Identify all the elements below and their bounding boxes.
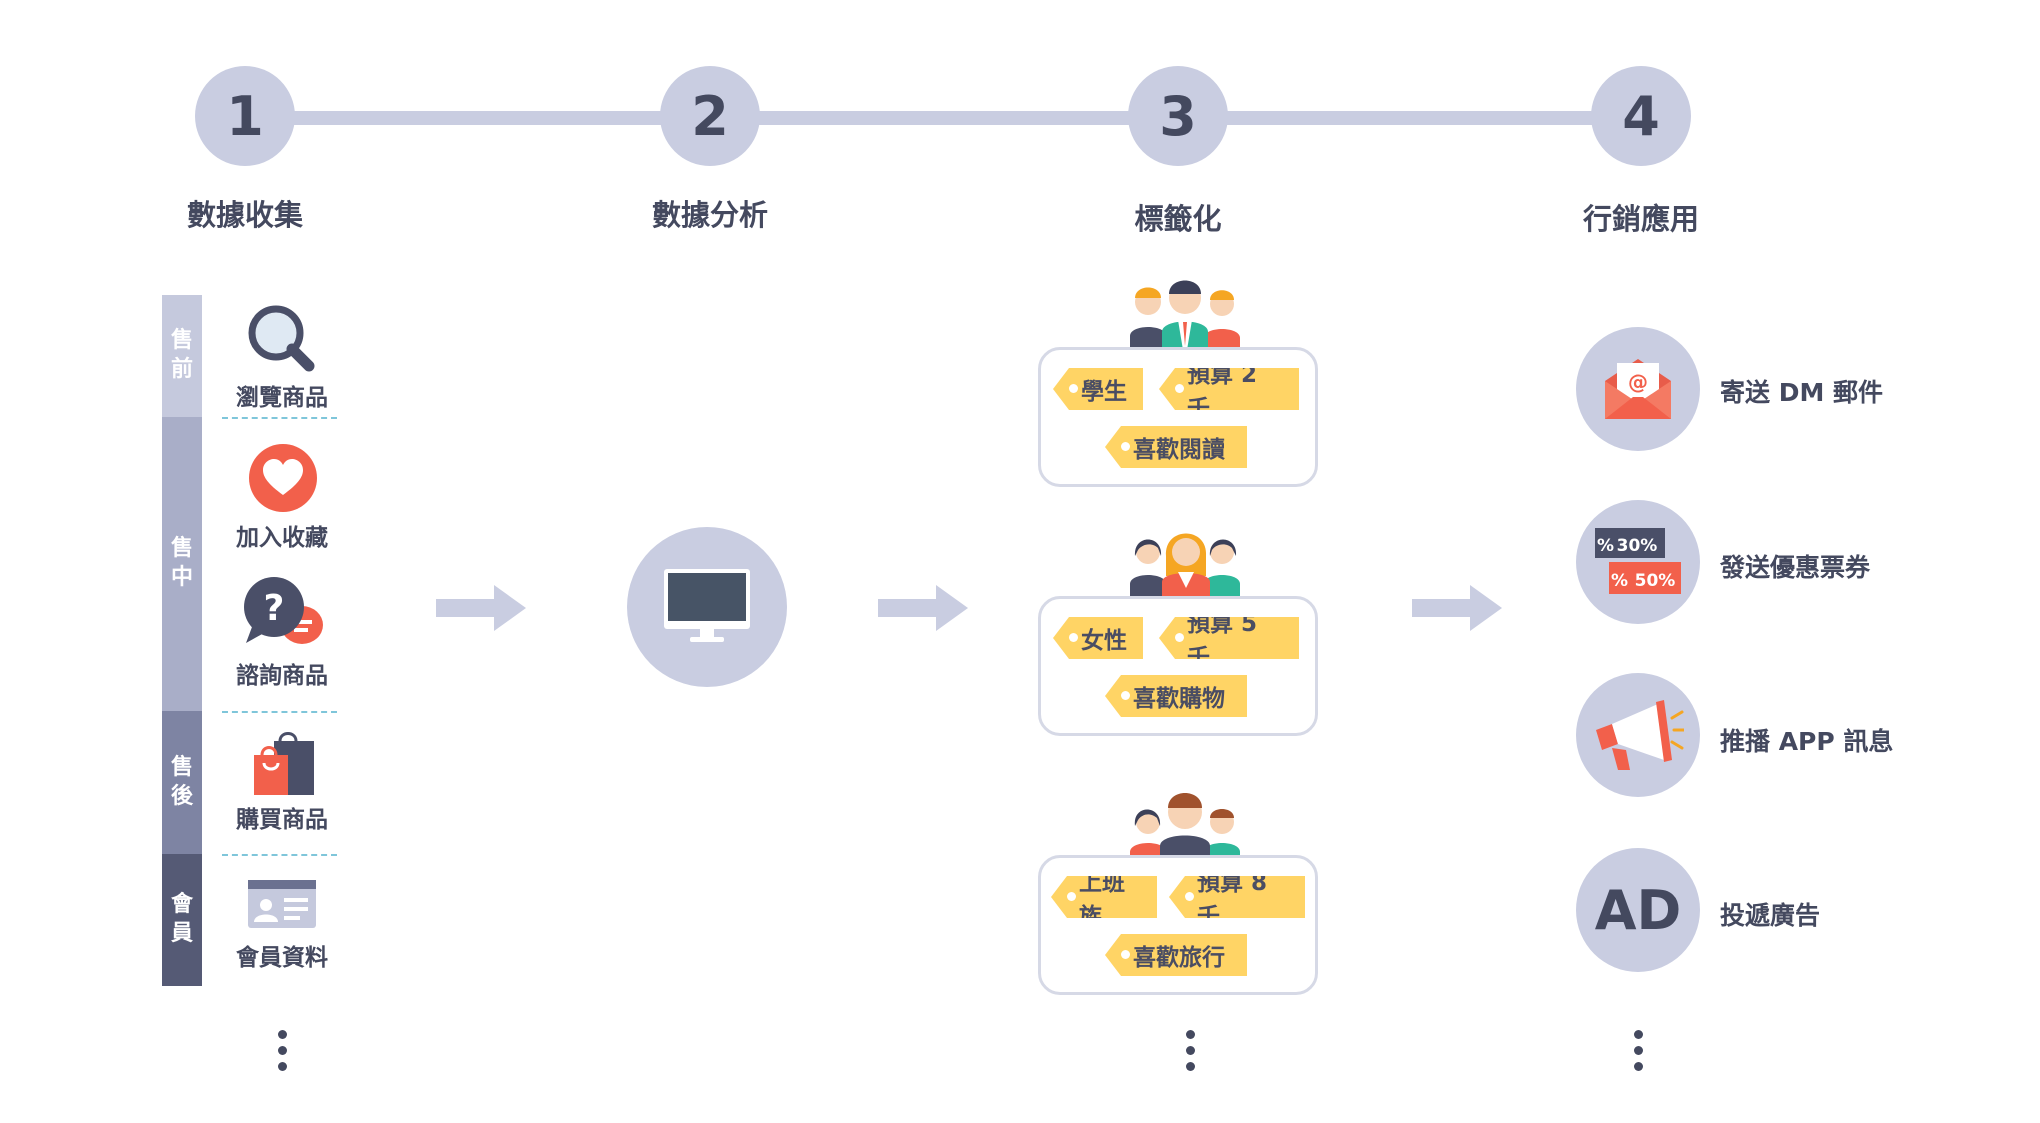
arrow-right-icon <box>436 585 526 631</box>
collect-label: 會員資料 <box>236 945 328 971</box>
svg-text:%: % <box>1597 536 1614 556</box>
tag-card: 上班族 預算 8 千 喜歡旅行 <box>1038 855 1318 995</box>
svg-text:30%: 30% <box>1617 536 1658 556</box>
step-circle-1: 1 <box>195 66 295 166</box>
email-envelope-icon: @ <box>1605 359 1671 419</box>
step-label-3: 標籤化 <box>1134 202 1222 236</box>
ad-icon: AD <box>1576 848 1700 972</box>
app-label: 投遞廣告 <box>1720 901 1821 930</box>
collect-label: 諮詢商品 <box>236 663 328 689</box>
tag-label: 上班族 <box>1051 876 1157 918</box>
more-dots-icon <box>1634 1030 1644 1078</box>
tag-label: 預算 5 千 <box>1159 617 1299 659</box>
member-card-icon <box>248 880 316 928</box>
tag-card: 女性 預算 5 千 喜歡購物 <box>1038 596 1318 736</box>
shopping-bag-icon <box>254 732 314 795</box>
svg-text:%: % <box>1611 571 1628 591</box>
heart-icon <box>249 444 317 512</box>
divider <box>222 417 337 419</box>
tag-label: 喜歡購物 <box>1105 675 1247 717</box>
divider <box>222 711 337 713</box>
step-circle-2: 2 <box>660 66 760 166</box>
step-circle-4: 4 <box>1591 66 1691 166</box>
divider <box>222 854 337 856</box>
tag-card: 學生 預算 2 千 喜歡閱讀 <box>1038 347 1318 487</box>
step-circle-3: 3 <box>1128 66 1228 166</box>
app-label: 寄送 DM 郵件 <box>1720 378 1884 407</box>
arrow-right-icon <box>878 585 968 631</box>
more-dots-icon <box>1186 1030 1196 1078</box>
arrow-right-icon <box>1412 585 1502 631</box>
megaphone-icon <box>1596 700 1684 770</box>
svg-text:@: @ <box>1628 370 1648 394</box>
phase-member: 會員 <box>162 854 202 986</box>
collect-label: 瀏覽商品 <box>236 385 328 411</box>
phase-pre-sale: 售前 <box>162 295 202 417</box>
tag-label: 喜歡旅行 <box>1105 934 1247 976</box>
analysis-circle <box>627 527 787 687</box>
tag-label: 喜歡閱讀 <box>1105 426 1247 468</box>
svg-text:?: ? <box>264 588 285 629</box>
timeline-line <box>258 111 1666 125</box>
tag-label: 預算 8 千 <box>1169 876 1305 918</box>
app-label: 推播 APP 訊息 <box>1720 727 1894 756</box>
tag-label: 預算 2 千 <box>1159 368 1299 410</box>
step-label-4: 行銷應用 <box>1582 202 1699 236</box>
app-label: 發送優惠票券 <box>1720 553 1871 582</box>
collect-label: 購買商品 <box>236 807 328 833</box>
phase-post-sale: 售後 <box>162 711 202 854</box>
app-circle: @ <box>1576 327 1700 451</box>
collect-label: 加入收藏 <box>236 525 328 551</box>
app-circle: % 30% % 50% <box>1576 500 1700 624</box>
tag-label: 女性 <box>1053 617 1143 659</box>
tag-label: 學生 <box>1053 368 1143 410</box>
svg-text:50%: 50% <box>1635 571 1676 591</box>
magnifier-icon <box>248 305 315 372</box>
more-dots-icon <box>278 1030 288 1078</box>
app-circle <box>1576 673 1700 797</box>
step-label-1: 數據收集 <box>186 198 303 232</box>
phase-mid-sale: 售中 <box>162 417 202 711</box>
step-label-2: 數據分析 <box>651 198 768 232</box>
coupon-icon: % 30% % 50% <box>1595 528 1681 594</box>
monitor-icon <box>664 569 750 642</box>
question-chat-icon: ? <box>244 577 323 644</box>
